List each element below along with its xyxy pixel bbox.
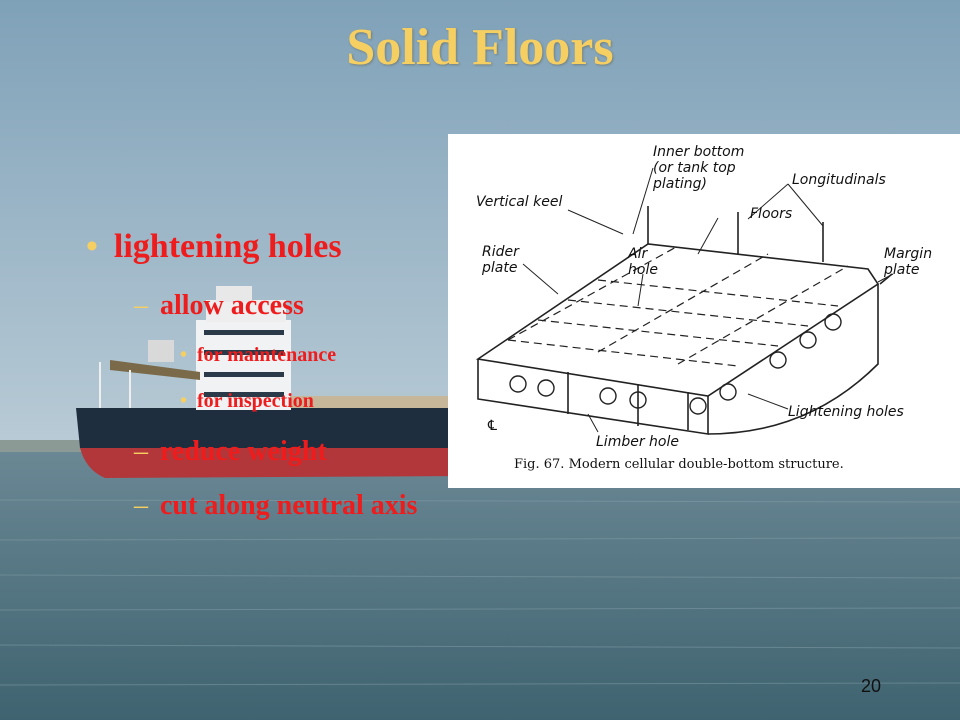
sea: [0, 452, 960, 720]
label-limber-hole: Limber hole: [596, 434, 679, 450]
slide-title: Solid Floors: [346, 19, 614, 76]
ship-hull-upper: [76, 408, 470, 448]
svg-text:plate: plate: [481, 260, 517, 276]
label-centerline: ℄: [487, 418, 497, 434]
ship: [76, 286, 470, 478]
label-margin-plate: Margin: [884, 246, 932, 262]
svg-text:hole: hole: [628, 262, 658, 278]
label-inner-bottom: Inner bottom: [653, 144, 744, 160]
label-air-hole: Air: [627, 246, 648, 262]
ship-hull-lower: [80, 448, 470, 478]
diagram-caption: Fig. 67. Modern cellular double-bottom s…: [514, 457, 844, 472]
label-lightening-holes: Lightening holes: [788, 404, 904, 420]
sea-waves: [0, 499, 960, 686]
label-longitudinals: Longitudinals: [792, 172, 886, 188]
ship-funnel: [148, 340, 174, 362]
svg-text:plating): plating): [652, 176, 707, 192]
label-floors: Floors: [750, 206, 792, 222]
label-rider-plate: Rider: [482, 244, 520, 260]
label-vertical-keel: Vertical keel: [476, 194, 562, 210]
svg-text:(or tank top: (or tank top: [653, 160, 736, 176]
ship-boom: [110, 360, 200, 380]
double-bottom-diagram: Inner bottom (or tank top plating) Longi…: [448, 134, 960, 488]
svg-text:plate: plate: [883, 262, 919, 278]
page-number: 20: [860, 676, 882, 696]
